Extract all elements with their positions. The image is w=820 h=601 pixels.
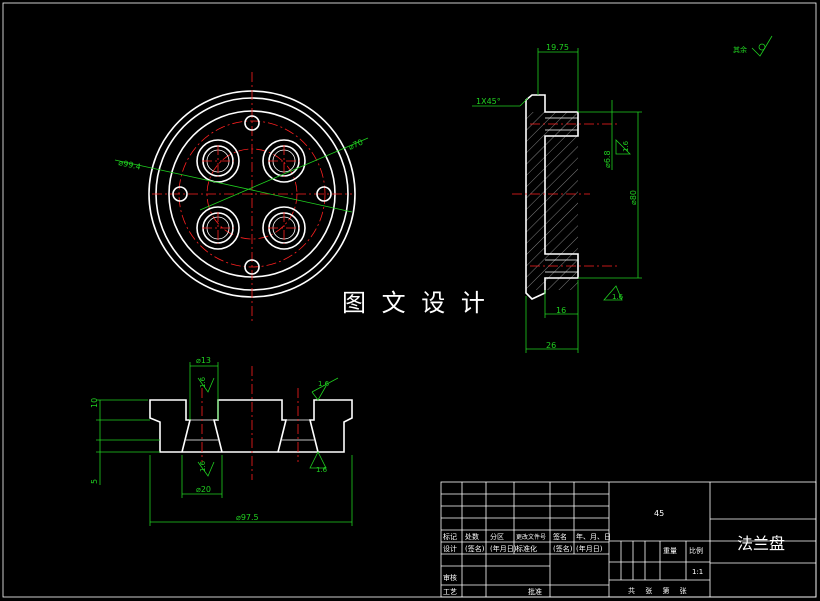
dim-front-10: 10	[90, 398, 99, 408]
dim-d70: ⌀70	[347, 138, 364, 152]
counterbore-bl	[196, 206, 240, 250]
tb-part-name: 法兰盘	[737, 534, 785, 553]
tb-rev-3: 更改文件号	[516, 533, 546, 541]
tb-process: 工艺	[443, 588, 457, 596]
small-hole-right	[316, 186, 332, 202]
counterbore-tr	[262, 139, 306, 183]
leader-d70	[199, 137, 369, 211]
side-view: 19.75 1X45° ⌀80 ⌀6.8 1.6 1.6 16 26	[472, 43, 642, 353]
rough-side-b: 1.6	[612, 293, 624, 301]
watermark-text: 图 文 设 计	[342, 289, 489, 317]
tb-design-4: (签名)	[553, 544, 573, 553]
side-outline	[525, 94, 579, 300]
counterbore-tl	[196, 139, 240, 183]
front-outline	[149, 399, 353, 453]
small-hole-left	[172, 186, 188, 202]
tb-design-3: 标准化	[516, 544, 537, 553]
dim-side-d68: ⌀6.8	[603, 150, 612, 168]
dim-front-d13: ⌀13	[196, 356, 211, 365]
front-view: ⌀13 1.6 ⌀20 1.6 1.6 1.6 ⌀97.5 10 5	[90, 356, 353, 526]
dim-chamfer: 1X45°	[476, 97, 501, 106]
tb-rev-4: 签名	[553, 532, 567, 541]
dim-side-width: 19.75	[546, 43, 569, 52]
tb-scale-label: 比例	[689, 546, 703, 555]
tb-design-1: (签名)	[465, 544, 485, 553]
tb-design-2: (年月日)	[490, 544, 517, 553]
rough-front-c: 1.6	[318, 380, 330, 388]
rough-front-b: 1.6	[199, 460, 207, 472]
rough-side-a: 1.6	[622, 140, 630, 152]
dim-d99: ⌀99.4	[118, 158, 142, 172]
tb-rev-2: 分区	[490, 532, 504, 541]
tb-design-0: 设计	[443, 544, 457, 553]
tb-approve: 批准	[528, 587, 542, 596]
tb-design-5: (年月日)	[576, 544, 603, 553]
tb-scale-value: 1:1	[692, 568, 703, 576]
tb-rev-1: 处数	[465, 532, 479, 541]
rough-front-a: 1.6	[199, 376, 207, 388]
roughness-note: 其余	[733, 45, 747, 54]
tb-material: 45	[654, 509, 664, 518]
small-hole-bottom	[244, 259, 260, 275]
tb-weight-label: 重量	[663, 547, 677, 555]
tb-rev-0: 标记	[443, 532, 457, 541]
dim-front-5: 5	[90, 479, 99, 484]
title-block: 标记 处数 分区 更改文件号 签名 年、月、日 设计 (签名) (年月日) 标准…	[440, 481, 817, 598]
dim-front-d20: ⌀20	[196, 485, 211, 494]
top-view: ⌀99.4 ⌀70	[114, 72, 369, 322]
dim-side-d80: ⌀80	[629, 190, 638, 205]
leader-d99	[114, 159, 353, 213]
side-hatch	[526, 112, 578, 290]
tb-rev-5: 年、月、日	[576, 532, 611, 541]
tb-review: 审核	[443, 573, 457, 582]
rough-front-d: 1.6	[316, 466, 328, 474]
inner-pitch-circle	[206, 148, 298, 240]
small-hole-top	[244, 115, 260, 131]
dim-side-26: 26	[546, 341, 556, 350]
counterbore-br	[262, 206, 306, 250]
dim-side-16: 16	[556, 306, 566, 315]
dim-front-d975: ⌀97.5	[236, 513, 259, 522]
tb-sheets: 共 张 第 张	[628, 586, 691, 595]
roughness-symbol	[751, 35, 773, 57]
